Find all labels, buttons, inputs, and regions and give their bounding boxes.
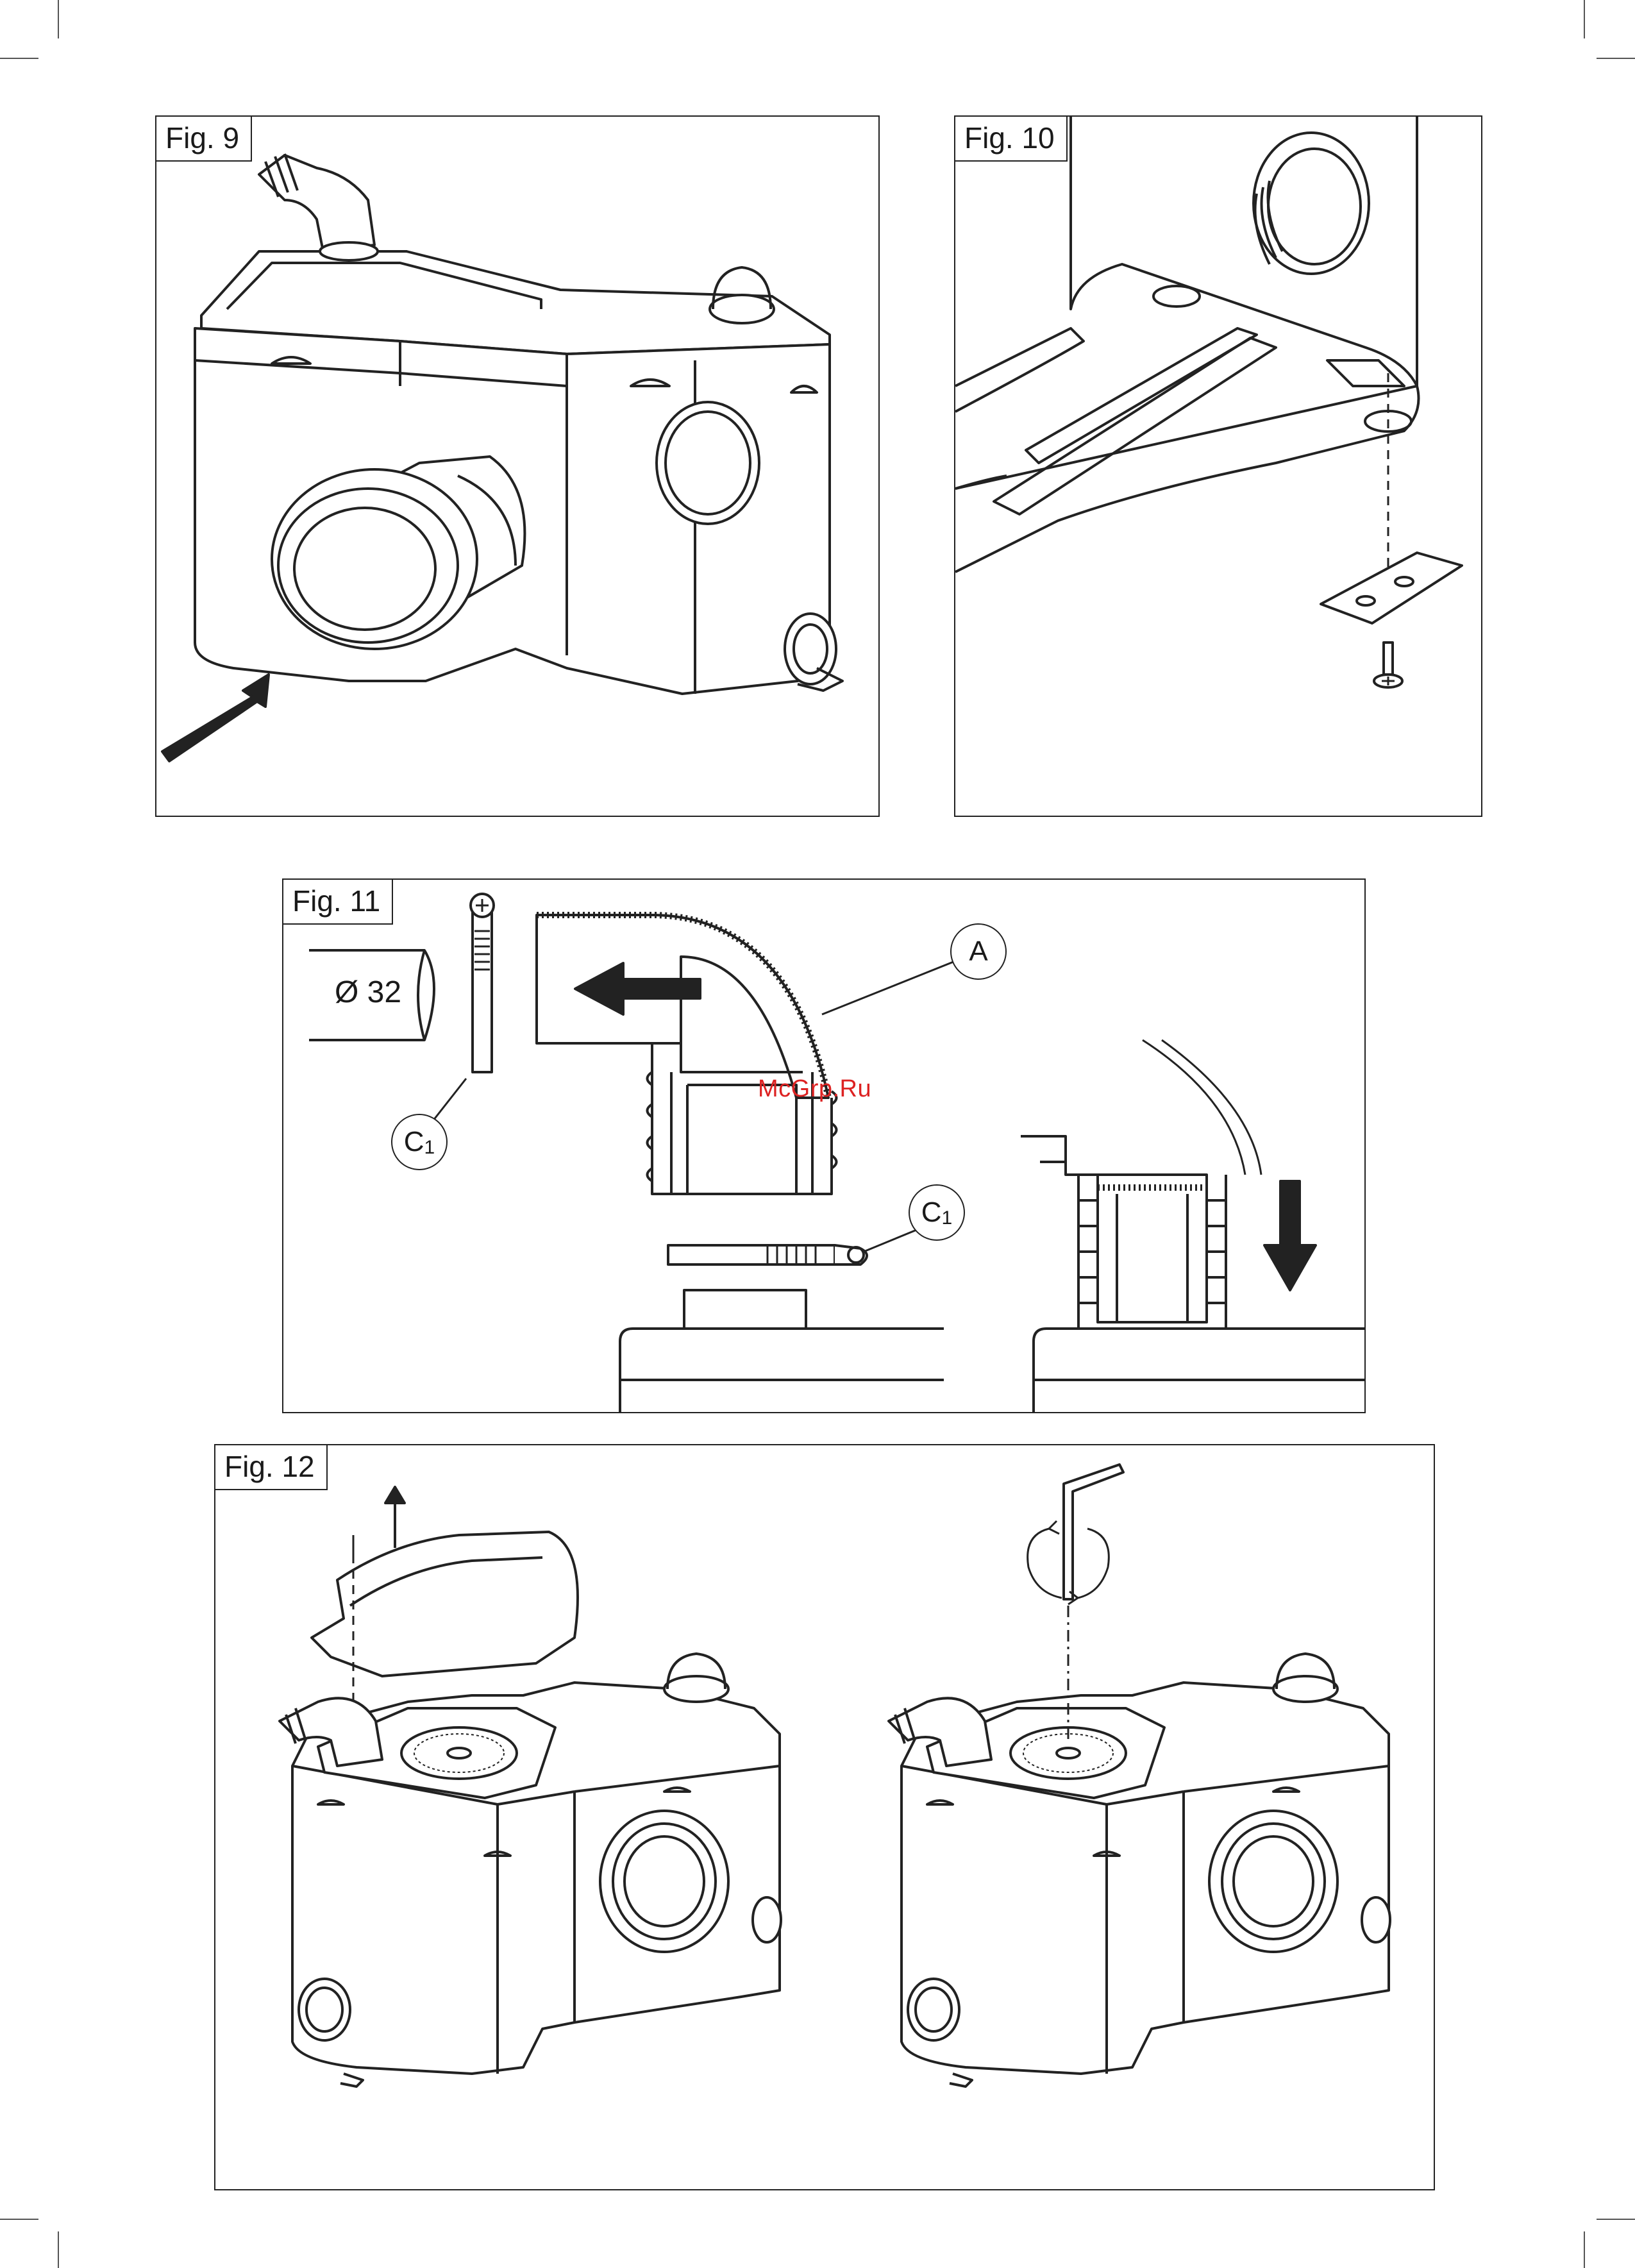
watermark: McGrp.Ru	[758, 1075, 871, 1103]
callout-c1-right: C1	[909, 1184, 965, 1241]
figure-10: Fig. 10	[954, 115, 1482, 817]
figure-10-label: Fig. 10	[955, 117, 1068, 162]
callout-a: A	[950, 923, 1007, 980]
pump-illustration	[156, 117, 878, 816]
callout-c1-left-text: C	[404, 1126, 424, 1157]
crop-mark	[0, 58, 38, 59]
crop-mark	[1597, 58, 1635, 59]
figure-9: Fig. 9	[155, 115, 880, 817]
callout-c1-left: C1	[391, 1114, 448, 1170]
callout-c1-right-text: C	[921, 1197, 942, 1228]
figure-9-label: Fig. 9	[156, 117, 252, 162]
figure-12: Fig. 12	[214, 1444, 1435, 2190]
figure-11-label: Fig. 11	[283, 880, 393, 925]
callout-a-text: A	[969, 936, 987, 967]
crop-mark	[58, 0, 59, 38]
crop-mark	[1584, 0, 1585, 38]
figure-11: Fig. 11	[282, 878, 1366, 1413]
callout-c1-left-sub: 1	[424, 1137, 435, 1158]
callout-c1-right-sub: 1	[942, 1207, 953, 1229]
crop-mark	[1597, 2219, 1635, 2220]
base-mounting-illustration	[955, 117, 1481, 816]
cover-removal-illustration	[215, 1445, 1434, 2189]
crop-mark	[1584, 2231, 1585, 2268]
diameter-label: Ø 32	[335, 975, 401, 1010]
figure-12-label: Fig. 12	[215, 1445, 328, 1490]
crop-mark	[58, 2231, 59, 2268]
crop-mark	[0, 2219, 38, 2220]
